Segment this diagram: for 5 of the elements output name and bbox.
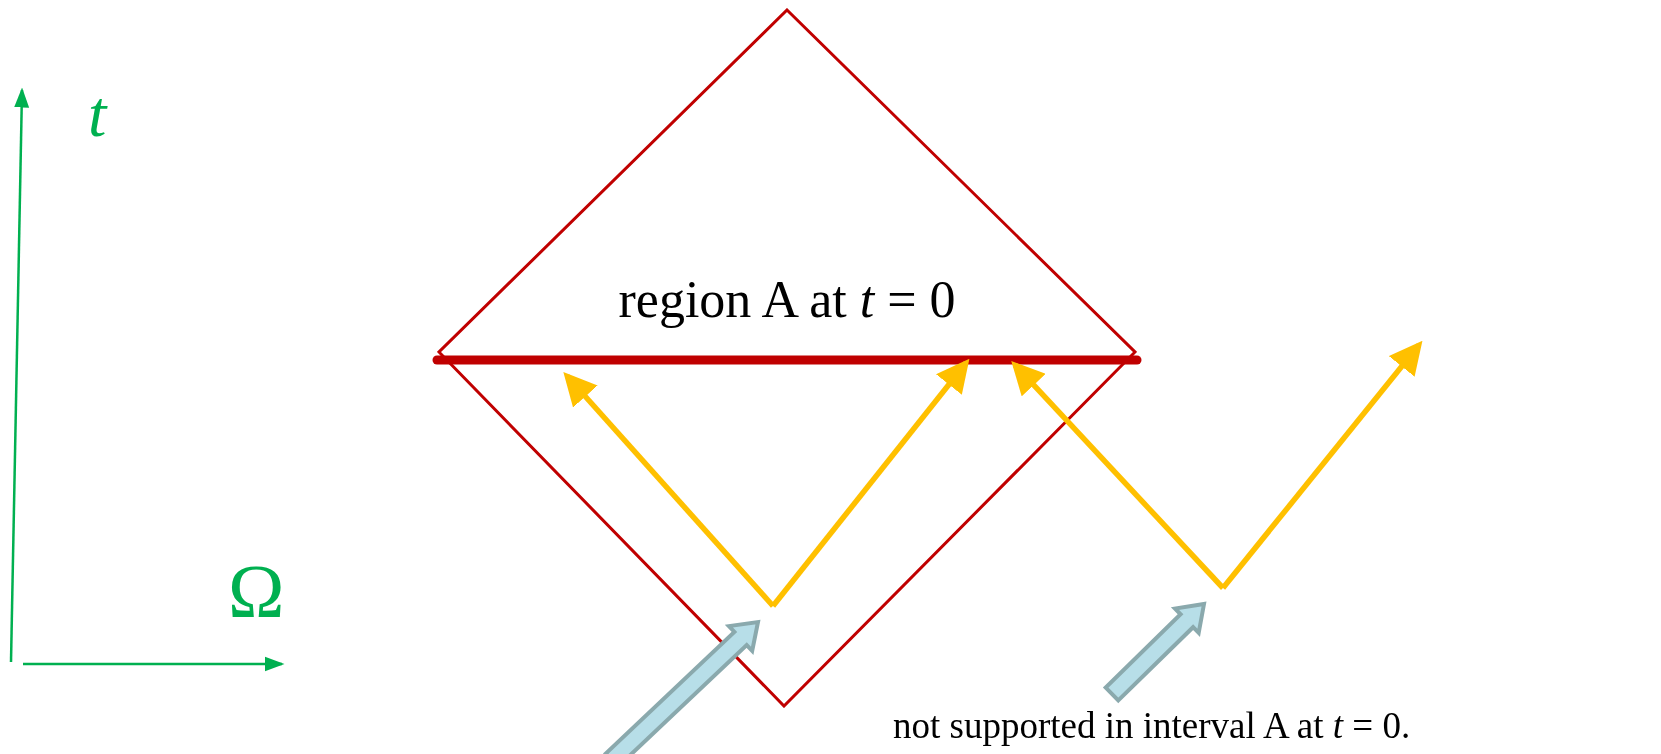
- light-cone-diamond: [437, 8, 1137, 708]
- axis-label: Ω: [228, 550, 285, 634]
- note-text: not supported in interval A at t = 0.: [893, 706, 1411, 747]
- axis-label: t: [88, 78, 107, 151]
- region-label: region A at t = 0: [617, 270, 957, 329]
